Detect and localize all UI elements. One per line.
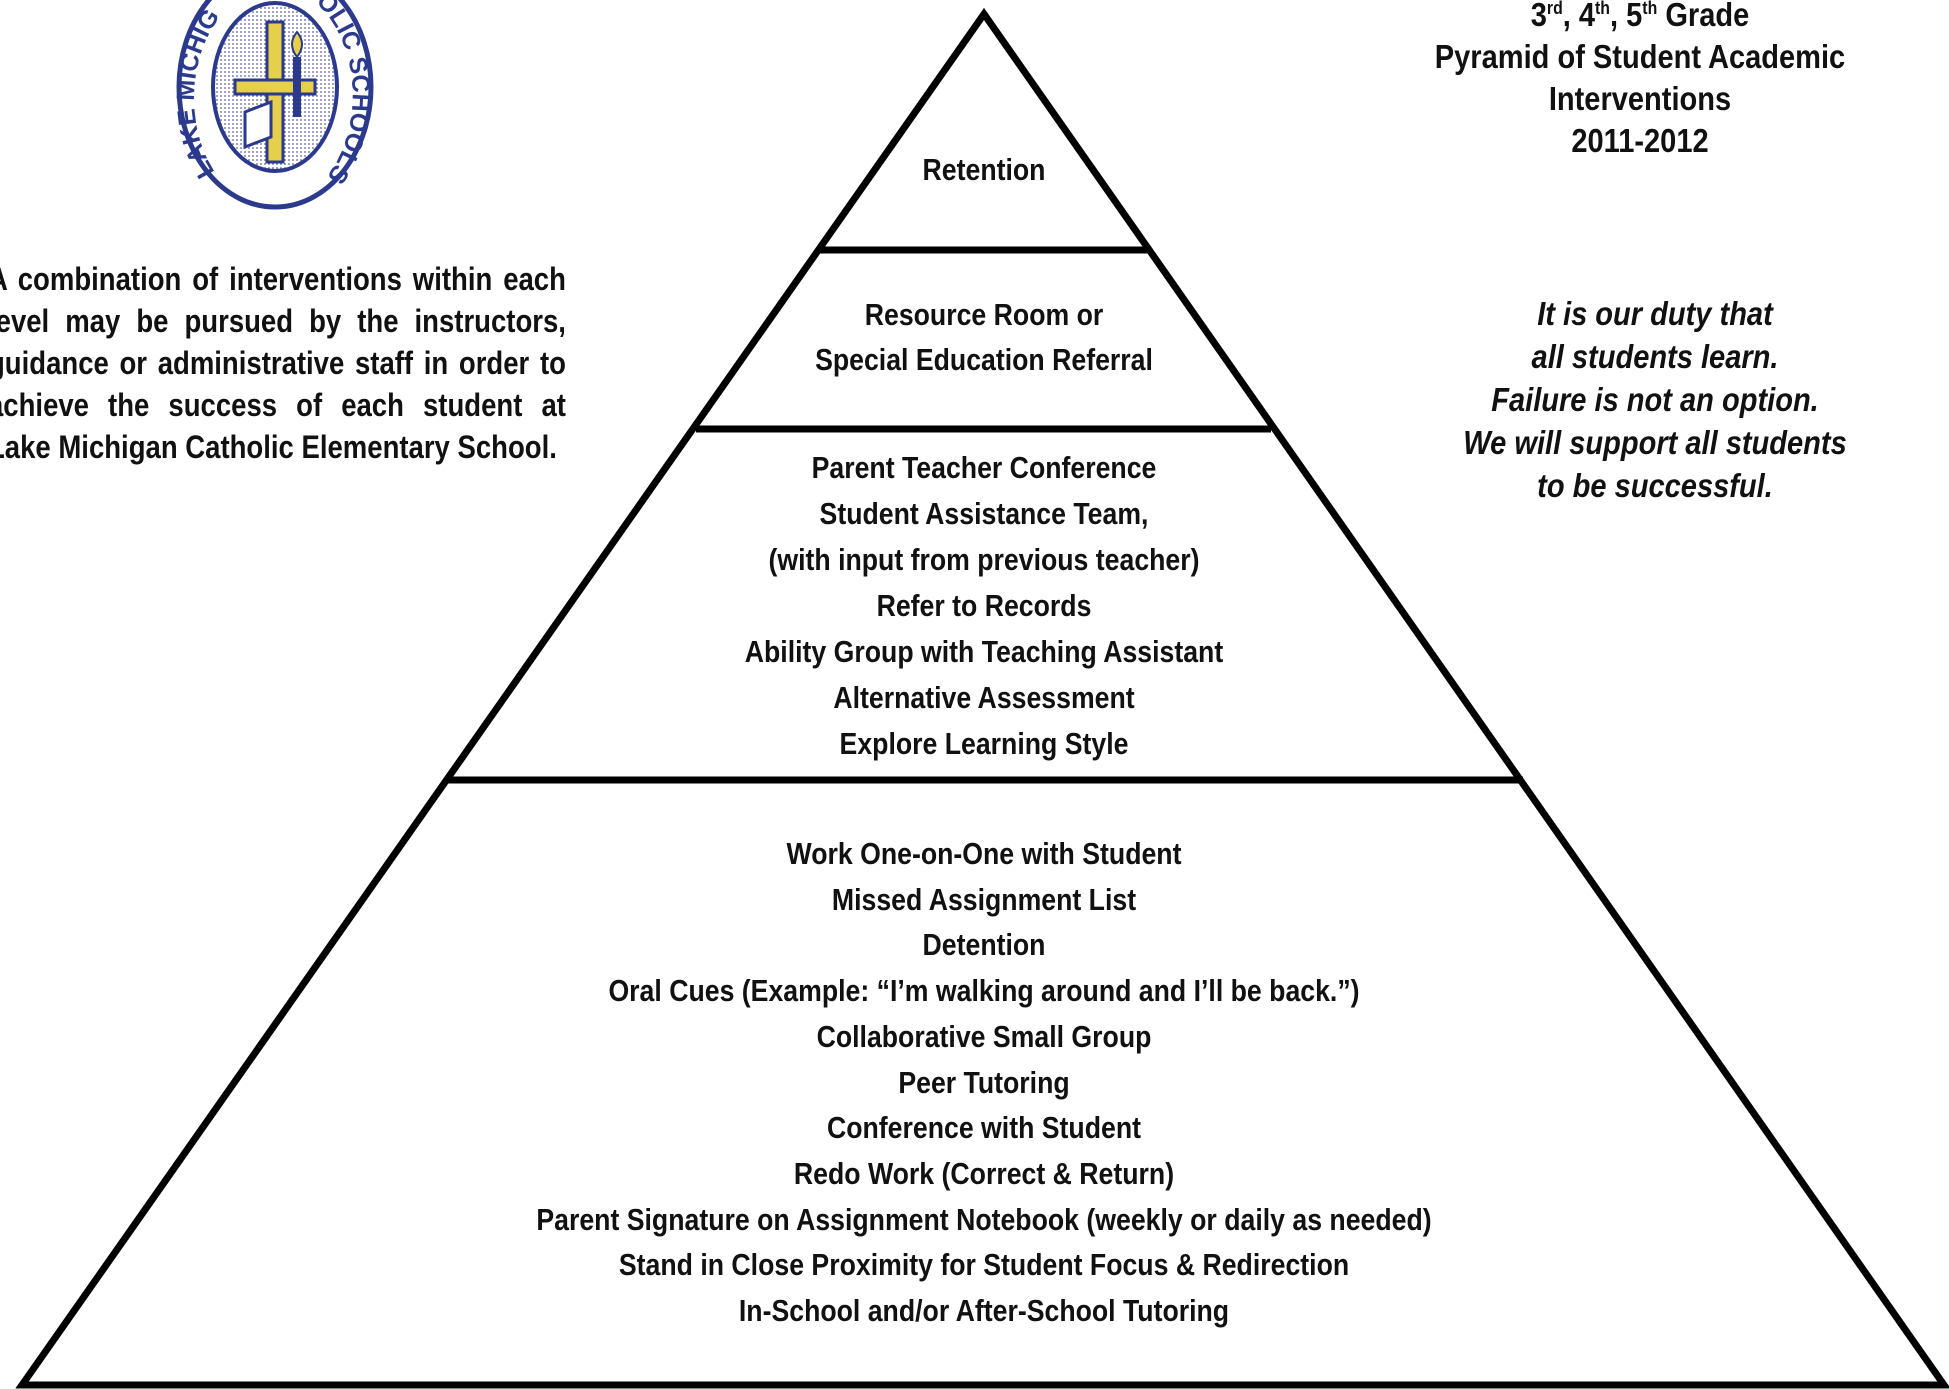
tier-item: Refer to Records <box>876 588 1092 623</box>
tier-item: Ability Group with Teaching Assistant <box>744 634 1224 669</box>
tier-resource-room: Resource Room or Special Education Refer… <box>684 292 1284 382</box>
grade-sep-2: , <box>1609 0 1627 33</box>
tier-classroom-interventions: Work One-on-One with Student Missed Assi… <box>384 831 1584 1334</box>
grade-5: 5 <box>1626 0 1643 33</box>
tier-item: Student Assistance Team, <box>819 496 1149 531</box>
tier-item: Parent Signature on Assignment Notebook … <box>536 1201 1432 1237</box>
tier-item: Missed Assignment List <box>831 881 1137 917</box>
motto-line: It is our duty that <box>1537 295 1773 332</box>
title-line-2: Interventions <box>1548 80 1732 117</box>
tier-conference: Parent Teacher Conference Student Assist… <box>584 445 1384 767</box>
tier-item: Work One-on-One with Student <box>786 836 1182 871</box>
grade-word: Grade <box>1657 0 1750 33</box>
school-seal-logo: LAKE MICHIG OLIC SCHOOLS <box>175 0 375 210</box>
tier-item: Detention <box>922 927 1046 963</box>
title-line-1: Pyramid of Student Academic <box>1434 38 1846 75</box>
tier-retention: Retention <box>784 148 1184 192</box>
grade-line: 3rd, 4th, 5th Grade <box>1394 0 1887 36</box>
grade-4: 4 <box>1578 0 1596 33</box>
motto-line: to be successful. <box>1537 467 1773 504</box>
title-year: 2011-2012 <box>1571 122 1709 159</box>
left-note-paragraph: A combination of interventions within ea… <box>0 261 566 465</box>
tier-item: Special Education Referral <box>815 342 1153 377</box>
tier-item: Conference with Student <box>826 1110 1142 1146</box>
tier-item: Oral Cues (Example: “I’m walking around … <box>608 973 1360 1009</box>
title-block: 3rd, 4th, 5th Grade Pyramid of Student A… <box>1360 0 1920 162</box>
tier-item: (with input from previous teacher) <box>768 542 1200 577</box>
motto-line: all students learn. <box>1531 338 1779 375</box>
tier-item: Stand in Close Proximity for Student Foc… <box>618 1247 1350 1283</box>
motto-line: We will support all students <box>1463 424 1847 461</box>
pyramid-outline <box>15 7 1949 1389</box>
tier-item: Resource Room or <box>864 297 1104 332</box>
motto-line: Failure is not an option. <box>1491 381 1819 418</box>
tier-item: Alternative Assessment <box>833 680 1135 715</box>
tier-item: Parent Teacher Conference <box>811 450 1157 485</box>
grade-3: 3 <box>1530 0 1547 33</box>
grade-3-suffix: rd <box>1546 0 1563 18</box>
tier-item: Explore Learning Style <box>839 726 1129 761</box>
grade-sep-1: , <box>1562 0 1579 33</box>
tier-item: In-School and/or After-School Tutoring <box>738 1293 1230 1329</box>
tier-item: Collaborative Small Group <box>816 1018 1152 1054</box>
tier-item: Redo Work (Correct & Return) <box>793 1155 1175 1191</box>
tier-item: Retention <box>922 152 1046 187</box>
motto: It is our duty that all students learn. … <box>1400 292 1910 507</box>
grade-4-suffix: th <box>1595 0 1610 18</box>
tier-item: Peer Tutoring <box>898 1064 1070 1100</box>
grade-5-suffix: th <box>1642 0 1658 18</box>
